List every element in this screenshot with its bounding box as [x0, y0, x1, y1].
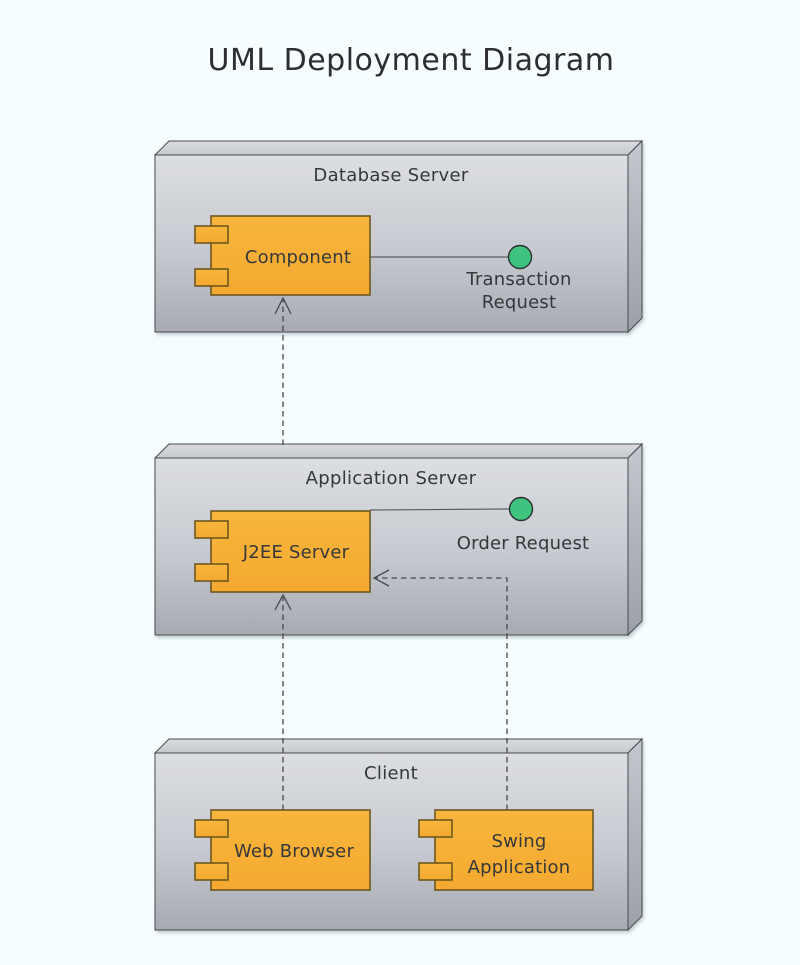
interface-label: Order Request [457, 533, 590, 554]
component-label: Component [245, 247, 351, 268]
dependency-swing-application-to-j2ee [372, 569, 508, 810]
component-tab [418, 862, 453, 881]
diagram-title: UML Deployment Diagram [208, 43, 615, 78]
component-tab [194, 520, 229, 539]
component-body [210, 510, 371, 593]
interface-label-line2: Request [482, 292, 557, 313]
interface-label-line1: Transaction [465, 269, 571, 290]
component-label-line1: Swing [492, 831, 547, 852]
open-arrowhead-up-icon [274, 593, 292, 611]
open-arrowhead-left-icon [372, 569, 390, 587]
component-body [434, 809, 594, 891]
component-label: Web Browser [234, 841, 355, 862]
provided-interface-circle-icon [507, 244, 533, 270]
component-tab [194, 225, 229, 244]
component-body [210, 809, 371, 891]
component-tab [418, 819, 453, 838]
component-swing-application: Swing Application [418, 809, 594, 891]
component-web-browser: Web Browser [194, 809, 371, 891]
component-tab [194, 819, 229, 838]
interface-transaction-request: Transaction Request [465, 244, 571, 313]
component-j2ee-server: J2EE Server [194, 510, 371, 593]
node-right-face [627, 139, 643, 334]
component-label: J2EE Server [242, 542, 350, 563]
node-title-client: Client [364, 763, 418, 784]
component-component: Component [194, 215, 371, 296]
node-top-face [153, 443, 644, 459]
dependency-web-browser-to-j2ee [274, 593, 292, 810]
dependency-j2ee-to-component [274, 296, 292, 445]
component-body [210, 215, 371, 296]
interface-line-order-request [369, 508, 510, 511]
provided-interface-circle-icon [508, 496, 534, 522]
node-right-face [627, 737, 643, 932]
node-top-face [153, 738, 644, 754]
component-tab [194, 862, 229, 881]
node-right-face [627, 442, 643, 637]
node-top-face [153, 140, 644, 156]
interface-order-request: Order Request [457, 496, 590, 554]
dashed-line [376, 577, 508, 810]
component-label-line2: Application [468, 857, 571, 878]
component-tab [194, 563, 229, 582]
component-tab [194, 268, 229, 287]
node-title-database-server: Database Server [313, 165, 468, 186]
node-title-application-server: Application Server [306, 468, 477, 489]
open-arrowhead-up-icon [274, 296, 292, 315]
